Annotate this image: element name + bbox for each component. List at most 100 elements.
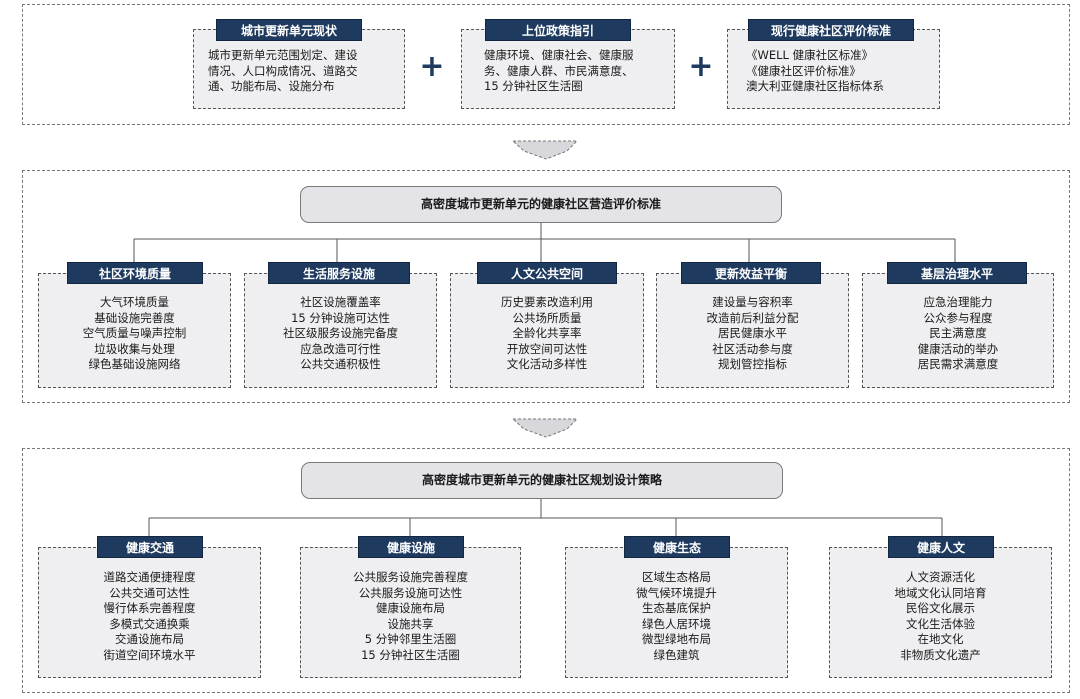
- text-line: 健康设施布局: [376, 601, 445, 615]
- strategy-header: 健康交通: [97, 536, 203, 558]
- evaluation-standard-title: 高密度城市更新单元的健康社区营造评价标准: [300, 186, 782, 223]
- text-line: 《WELL 健康社区标准》: [746, 48, 874, 62]
- text-line: 应急改造可行性: [300, 341, 381, 356]
- strategy-box-transport: 健康交通 道路交通便捷程度 公共交通可达性 慢行体系完善程度 多模式交通换乘 交…: [38, 536, 261, 678]
- text-line: 城市更新单元范围划定、建设: [208, 48, 358, 62]
- text-line: 大气环境质量: [100, 295, 169, 309]
- text-line: 区域生态格局: [642, 570, 711, 584]
- text-line: 民俗文化展示: [906, 601, 975, 615]
- text-line: 健康环境、健康社会、健康服: [484, 48, 634, 62]
- text-line: 公共服务设施可达性: [358, 585, 463, 600]
- text-line: 生态基底保护: [642, 601, 711, 615]
- criterion-header: 生活服务设施: [268, 262, 410, 284]
- text-line: 交通设施布局: [115, 632, 184, 646]
- text-line: 社区级服务设施完备度: [283, 326, 398, 340]
- strategy-box-culture: 健康人文 人文资源活化 地域文化认同培育 民俗文化展示 文化生活体验 在地文化 …: [829, 536, 1052, 678]
- design-strategy-title: 高密度城市更新单元的健康社区规划设计策略: [301, 462, 783, 499]
- strategy-items: 区域生态格局 微气候环境提升 生态基底保护 绿色人居环境 微型绿地布局 绿色建筑: [566, 570, 787, 663]
- strategy-items: 道路交通便捷程度 公共交通可达性 慢行体系完善程度 多模式交通换乘 交通设施布局…: [39, 570, 260, 663]
- text-line: 建设量与容积率: [712, 295, 793, 309]
- text-line: 改造前后利益分配: [706, 310, 799, 325]
- text-line: 公众参与程度: [923, 310, 993, 325]
- plus-icon: +: [688, 49, 714, 84]
- text-line: 道路交通便捷程度: [103, 570, 196, 584]
- criterion-items: 历史要素改造利用 公共场所质量 全龄化共享率 开放空间可达性 文化活动多样性: [451, 295, 643, 373]
- criterion-items: 应急治理能力 公众参与程度 民主满意度 健康活动的举办 居民需求满意度: [863, 295, 1053, 373]
- strategy-box-facilities: 健康设施 公共服务设施完善程度 公共服务设施可达性 健康设施布局 设施共享 5 …: [300, 536, 521, 678]
- criterion-items: 社区设施覆盖率 15 分钟设施可达性 社区级服务设施完备度 应急改造可行性 公共…: [245, 295, 436, 373]
- text-line: 5 分钟邻里生活圈: [364, 632, 457, 646]
- text-line: 全龄化共享率: [512, 326, 582, 340]
- strategy-header: 健康生态: [624, 536, 730, 558]
- text-line: 垃圾收集与处理: [94, 341, 175, 356]
- text-line: 应急治理能力: [923, 295, 993, 309]
- text-line: 务、健康人群、市民满意度、: [484, 63, 634, 78]
- text-line: 文化生活体验: [906, 616, 975, 631]
- text-line: 公共交通可达性: [109, 585, 190, 600]
- text-line: 绿色基础设施网络: [88, 357, 181, 371]
- text-line: 多模式交通换乘: [109, 616, 190, 631]
- text-line: 设施共享: [387, 616, 434, 631]
- text-line: 民主满意度: [929, 326, 987, 340]
- text-line: 绿色建筑: [653, 647, 700, 662]
- criterion-items: 建设量与容积率 改造前后利益分配 居民健康水平 社区活动参与度 规划管控指标: [657, 295, 848, 373]
- text-line: 居民健康水平: [718, 326, 787, 340]
- criterion-header: 基层治理水平: [887, 262, 1027, 284]
- text-line: 15 分钟社区生活圈: [484, 79, 583, 93]
- text-line: 空气质量与噪声控制: [82, 326, 187, 340]
- strategy-box-ecology: 健康生态 区域生态格局 微气候环境提升 生态基底保护 绿色人居环境 微型绿地布局…: [565, 536, 788, 678]
- criterion-items: 大气环境质量 基础设施完善度 空气质量与噪声控制 垃圾收集与处理 绿色基础设施网…: [39, 295, 230, 373]
- criterion-box-environment: 社区环境质量 大气环境质量 基础设施完善度 空气质量与噪声控制 垃圾收集与处理 …: [38, 262, 231, 388]
- strategy-header: 健康人文: [888, 536, 994, 558]
- text-line: 开放空间可达性: [506, 341, 588, 356]
- text-line: 历史要素改造利用: [501, 295, 593, 309]
- status-text: 城市更新单元范围划定、建设 情况、人口构成情况、道路交 通、功能布局、设施分布: [208, 48, 398, 95]
- text-line: 澳大利亚健康社区指标体系: [746, 79, 884, 93]
- criterion-box-public-space: 人文公共空间 历史要素改造利用 公共场所质量 全龄化共享率 开放空间可达性 文化…: [450, 262, 644, 388]
- standards-header: 现行健康社区评价标准: [748, 19, 914, 41]
- text-line: 慢行体系完善程度: [103, 601, 196, 615]
- text-line: 健康活动的举办: [917, 341, 999, 356]
- text-line: 15 分钟社区生活圈: [361, 647, 460, 662]
- status-box: 城市更新单元现状 城市更新单元范围划定、建设 情况、人口构成情况、道路交 通、功…: [193, 19, 405, 109]
- status-header: 城市更新单元现状: [216, 19, 362, 41]
- strategy-title-text: 高密度城市更新单元的健康社区规划设计策略: [421, 473, 662, 487]
- text-line: 通、功能布局、设施分布: [208, 79, 335, 93]
- text-line: 公共服务设施完善程度: [353, 570, 468, 584]
- text-line: 情况、人口构成情况、道路交: [208, 63, 358, 78]
- text-line: 人文资源活化: [906, 570, 975, 584]
- text-line: 微气候环境提升: [636, 585, 717, 600]
- text-line: 公共场所质量: [512, 310, 582, 325]
- text-line: 非物质文化遗产: [900, 647, 981, 662]
- standards-text: 《WELL 健康社区标准》 《健康社区评价标准》 澳大利亚健康社区指标体系: [746, 48, 933, 95]
- text-line: 文化活动多样性: [506, 357, 588, 371]
- criterion-box-governance: 基层治理水平 应急治理能力 公众参与程度 民主满意度 健康活动的举办 居民需求满…: [862, 262, 1054, 388]
- evaluation-title-text: 高密度城市更新单元的健康社区营造评价标准: [420, 197, 661, 211]
- policy-text: 健康环境、健康社会、健康服 务、健康人群、市民满意度、 15 分钟社区生活圈: [484, 48, 668, 95]
- text-line: 社区活动参与度: [712, 341, 793, 356]
- criterion-header: 社区环境质量: [67, 262, 203, 284]
- text-line: 规划管控指标: [718, 357, 787, 371]
- criterion-box-benefit: 更新效益平衡 建设量与容积率 改造前后利益分配 居民健康水平 社区活动参与度 规…: [656, 262, 849, 388]
- text-line: 微型绿地布局: [642, 632, 711, 646]
- criterion-header: 更新效益平衡: [681, 262, 821, 284]
- text-line: 公共交通积极性: [300, 357, 381, 371]
- policy-header: 上位政策指引: [485, 19, 631, 41]
- policy-box: 上位政策指引 健康环境、健康社会、健康服 务、健康人群、市民满意度、 15 分钟…: [461, 19, 675, 109]
- strategy-items: 公共服务设施完善程度 公共服务设施可达性 健康设施布局 设施共享 5 分钟邻里生…: [301, 570, 520, 663]
- strategy-header: 健康设施: [358, 536, 464, 558]
- text-line: 街道空间环境水平: [103, 647, 196, 662]
- plus-icon: +: [419, 49, 445, 84]
- text-line: 基础设施完善度: [94, 310, 175, 325]
- criterion-header: 人文公共空间: [477, 262, 617, 284]
- text-line: 社区设施覆盖率: [300, 295, 381, 309]
- text-line: 15 分钟设施可达性: [291, 310, 390, 325]
- text-line: 地域文化认同培育: [894, 585, 987, 600]
- strategy-items: 人文资源活化 地域文化认同培育 民俗文化展示 文化生活体验 在地文化 非物质文化…: [830, 570, 1051, 663]
- standards-box: 现行健康社区评价标准 《WELL 健康社区标准》 《健康社区评价标准》 澳大利亚…: [727, 19, 940, 109]
- text-line: 《健康社区评价标准》: [746, 63, 861, 78]
